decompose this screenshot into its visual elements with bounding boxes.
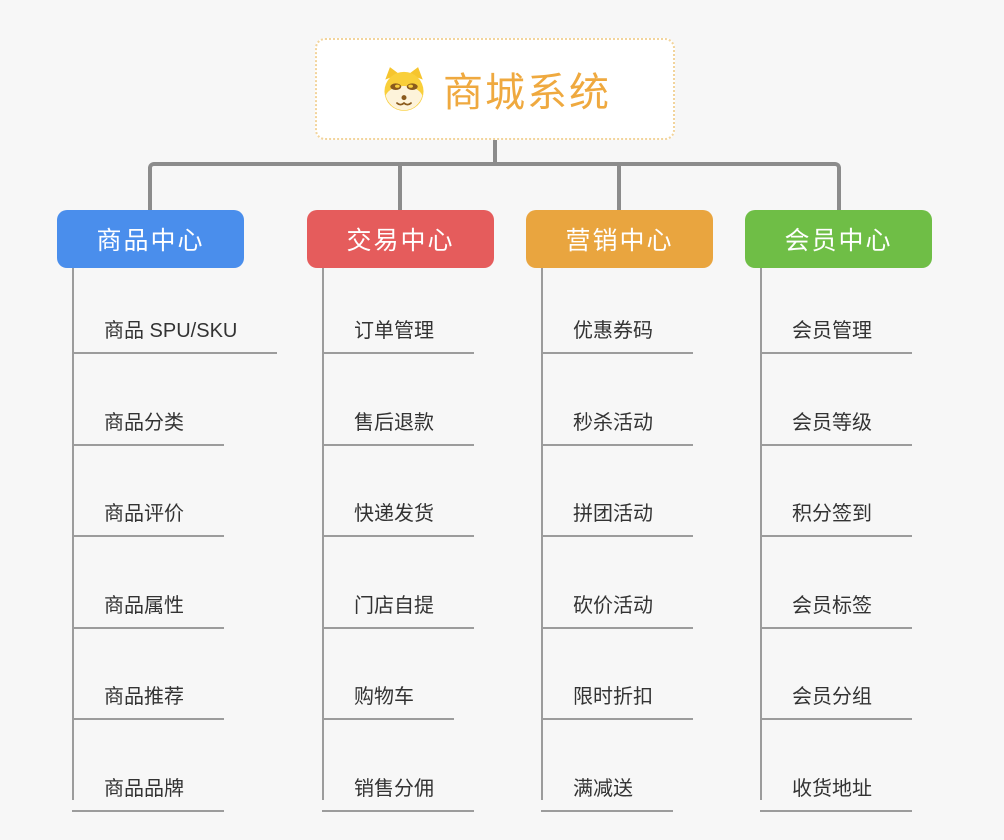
branch-node[interactable]: 商品中心 — [57, 210, 244, 268]
leaf-label: 门店自提 — [354, 594, 434, 617]
branch-label: 商品中心 — [96, 227, 205, 255]
leaf-node[interactable]: 门店自提 — [322, 593, 474, 629]
branch-items: 会员管理 会员等级 积分签到 会员标签 会员分组 收货地址 — [760, 268, 912, 812]
branch-column-line — [72, 268, 74, 800]
branch-items: 订单管理 售后退款 快递发货 门店自提 购物车 销售分佣 — [322, 268, 474, 812]
leaf-node[interactable]: 秒杀活动 — [541, 410, 693, 446]
leaf-node[interactable]: 砍价活动 — [541, 593, 693, 629]
leaf-node[interactable]: 商品评价 — [72, 501, 224, 537]
branch-column-line — [541, 268, 543, 800]
leaf-node[interactable]: 购物车 — [322, 684, 454, 720]
leaf-label: 限时折扣 — [573, 686, 653, 708]
leaf-label: 拼团活动 — [573, 503, 653, 525]
leaf-label: 商品推荐 — [104, 686, 184, 708]
branch-node[interactable]: 营销中心 — [526, 210, 713, 268]
leaf-label: 快递发货 — [354, 503, 434, 525]
branch-column-line — [760, 268, 762, 800]
leaf-label: 订单管理 — [354, 320, 434, 342]
connector-stub-marketing — [617, 162, 621, 210]
leaf-label: 商品评价 — [104, 503, 184, 525]
leaf-label: 会员等级 — [792, 411, 872, 434]
branch-connector-bracket — [148, 162, 841, 210]
leaf-node[interactable]: 商品分类 — [72, 410, 224, 446]
leaf-node[interactable]: 商品品牌 — [72, 776, 224, 812]
leaf-node[interactable]: 会员标签 — [760, 593, 912, 629]
connector-stub-trade — [398, 162, 402, 210]
leaf-node[interactable]: 优惠券码 — [541, 318, 693, 354]
leaf-label: 销售分佣 — [354, 777, 434, 800]
leaf-label: 秒杀活动 — [573, 411, 653, 434]
branch-node[interactable]: 交易中心 — [307, 210, 494, 268]
leaf-label: 满减送 — [573, 777, 633, 800]
leaf-node[interactable]: 会员管理 — [760, 318, 912, 354]
branch-items: 商品 SPU/SKU 商品分类 商品评价 商品属性 商品推荐 商品品牌 — [72, 268, 278, 812]
branch-label: 会员中心 — [784, 227, 893, 255]
leaf-node[interactable]: 售后退款 — [322, 410, 474, 446]
leaf-label: 商品 SPU/SKU — [104, 320, 238, 342]
leaf-node[interactable]: 订单管理 — [322, 318, 474, 354]
leaf-node[interactable]: 销售分佣 — [322, 776, 474, 812]
branch-items: 优惠券码 秒杀活动 拼团活动 砍价活动 限时折扣 满减送 — [541, 268, 693, 812]
branch-node[interactable]: 会员中心 — [745, 210, 932, 268]
leaf-label: 商品属性 — [104, 594, 184, 617]
dog-face-icon — [379, 64, 429, 114]
leaf-label: 购物车 — [354, 686, 414, 708]
root-node[interactable]: 商城系统 — [315, 38, 675, 140]
leaf-node[interactable]: 会员分组 — [760, 684, 912, 720]
leaf-node[interactable]: 商品属性 — [72, 593, 224, 629]
root-title: 商城系统 — [443, 71, 611, 115]
leaf-label: 会员分组 — [792, 686, 872, 708]
leaf-node[interactable]: 快递发货 — [322, 501, 474, 537]
leaf-label: 收货地址 — [792, 777, 872, 800]
root-connector-stem — [493, 140, 497, 166]
leaf-label: 优惠券码 — [573, 320, 653, 342]
leaf-node[interactable]: 商品推荐 — [72, 684, 224, 720]
leaf-node[interactable]: 限时折扣 — [541, 684, 693, 720]
leaf-label: 商品分类 — [104, 411, 184, 434]
leaf-node[interactable]: 收货地址 — [760, 776, 912, 812]
leaf-node[interactable]: 会员等级 — [760, 410, 912, 446]
leaf-label: 商品品牌 — [104, 777, 184, 800]
leaf-node[interactable]: 积分签到 — [760, 501, 912, 537]
leaf-label: 积分签到 — [792, 503, 872, 525]
leaf-node[interactable]: 满减送 — [541, 776, 673, 812]
branch-label: 交易中心 — [346, 227, 455, 255]
leaf-label: 售后退款 — [354, 411, 434, 434]
leaf-label: 砍价活动 — [573, 594, 653, 617]
leaf-label: 会员标签 — [792, 594, 872, 617]
leaf-node[interactable]: 商品 SPU/SKU — [72, 318, 278, 354]
branch-column-line — [322, 268, 324, 800]
branch-label: 营销中心 — [565, 227, 674, 255]
leaf-node[interactable]: 拼团活动 — [541, 501, 693, 537]
leaf-label: 会员管理 — [792, 320, 872, 342]
